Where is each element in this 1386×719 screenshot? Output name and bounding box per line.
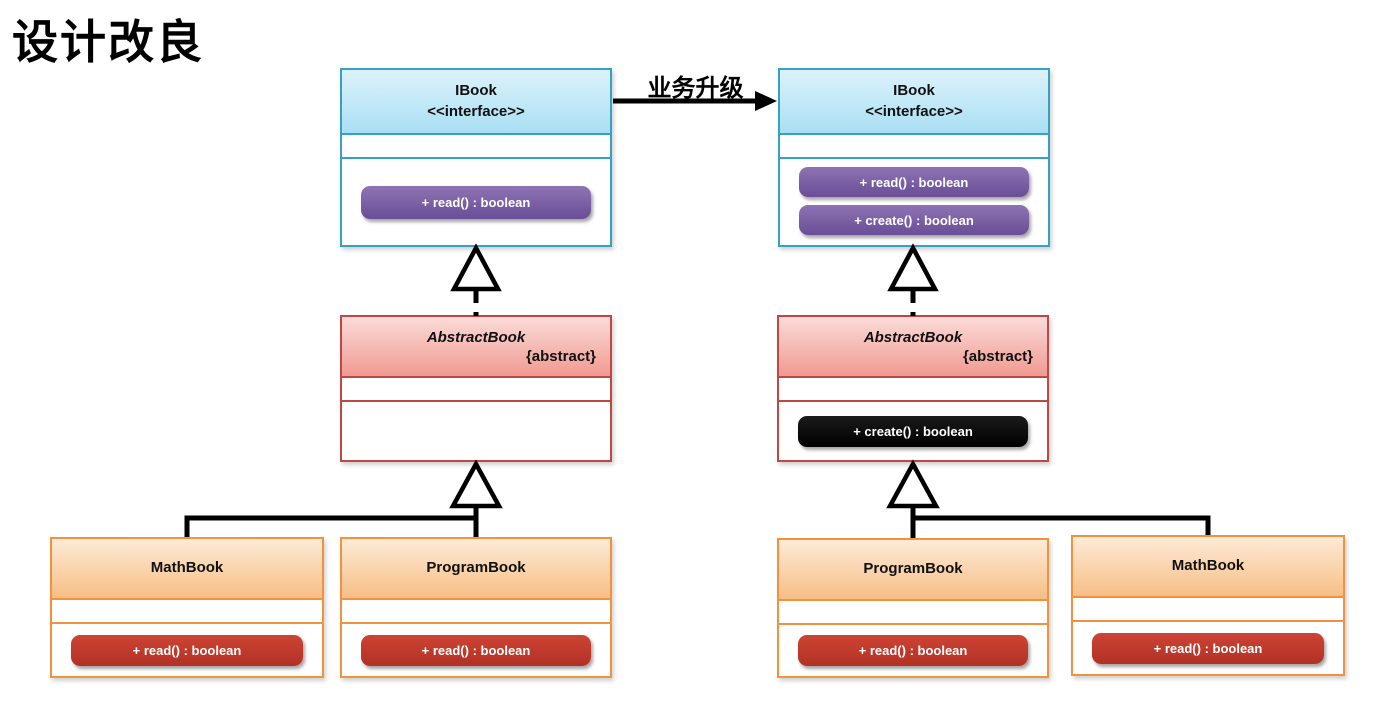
class-box-abstractbook-right: AbstractBook {abstract} + create() : boo… [777,315,1049,462]
method-pill: + read() : boolean [361,634,591,666]
method-pill: + read() : boolean [798,635,1028,666]
methods-section: + read() : boolean [342,159,610,245]
class-box-programbook-right: ProgramBook + read() : boolean [777,538,1049,678]
methods-section: + read() : boolean [1073,622,1343,674]
class-stereotype: <<interface>> [427,102,525,120]
class-name: MathBook [150,559,224,577]
methods-section: + read() : boolean [779,625,1047,676]
class-header: IBook <<interface>> [780,70,1048,135]
class-header: MathBook [52,539,322,600]
attributes-section [342,600,610,624]
abstract-constraint: {abstract} [525,348,596,366]
class-box-ibook-left: IBook <<interface>> + read() : boolean [340,68,612,247]
class-box-mathbook-right: MathBook + read() : boolean [1071,535,1345,676]
page-title: 设计改良 [12,16,204,68]
method-pill: + create() : boolean [798,415,1028,447]
generalization-connector-right [886,459,1211,538]
class-name: IBook [455,82,497,100]
realization-arrow-right [887,243,939,316]
class-box-mathbook-left: MathBook + read() : boolean [50,537,324,678]
method-pill: + create() : boolean [799,205,1029,235]
generalization-connector-left [184,459,503,537]
class-name: MathBook [1171,557,1245,575]
class-name: AbstractBook [863,328,963,346]
method-pill: + read() : boolean [1092,632,1324,664]
class-name: IBook [893,82,935,100]
abstract-constraint: {abstract} [962,348,1033,366]
attributes-section [1073,598,1343,622]
method-pill: + read() : boolean [799,167,1029,197]
attributes-section [52,600,322,624]
class-header: IBook <<interface>> [342,70,610,135]
class-header: AbstractBook {abstract} [342,317,610,378]
class-box-ibook-right: IBook <<interface>> + read() : boolean +… [778,68,1050,247]
class-box-programbook-left: ProgramBook + read() : boolean [340,537,612,678]
class-box-abstractbook-left: AbstractBook {abstract} [340,315,612,462]
methods-section [342,402,610,460]
attributes-section [779,378,1047,402]
methods-section: + read() : boolean [342,624,610,676]
methods-section: + create() : boolean [779,402,1047,460]
class-header: AbstractBook {abstract} [779,317,1047,378]
attributes-section [780,135,1048,159]
class-header: ProgramBook [779,540,1047,601]
class-name: ProgramBook [863,560,963,578]
methods-section: + read() : boolean + create() : boolean [780,159,1048,245]
method-pill: + read() : boolean [71,634,303,666]
attributes-section [342,135,610,159]
business-upgrade-label: 业务升级 [647,76,744,102]
methods-section: + read() : boolean [52,624,322,676]
method-pill: + read() : boolean [361,185,591,219]
attributes-section [342,378,610,402]
attributes-section [779,601,1047,625]
class-stereotype: <<interface>> [865,102,963,120]
class-name: ProgramBook [426,559,526,577]
class-name: AbstractBook [426,328,526,346]
realization-arrow-left [450,243,502,316]
class-header: ProgramBook [342,539,610,600]
class-header: MathBook [1073,537,1343,598]
